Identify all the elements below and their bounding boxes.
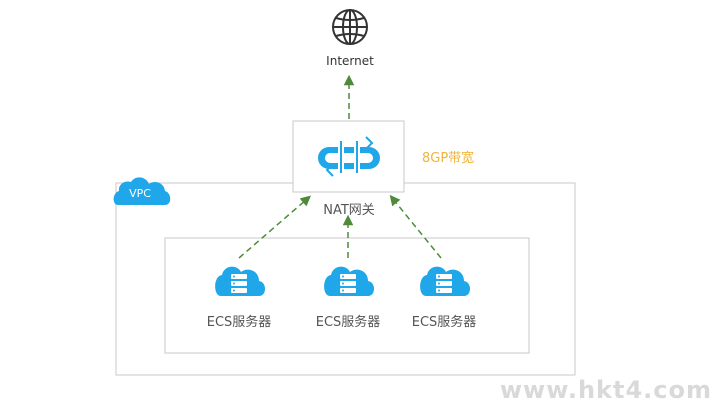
cloud-server-icon — [324, 266, 374, 296]
arrow-ecs3-to-nat — [389, 194, 442, 259]
ecs-server-3: ECS服务器 — [412, 266, 477, 330]
globe-icon — [332, 9, 368, 45]
cloud-server-icon — [420, 266, 470, 296]
ecs-server-1: ECS服务器 — [207, 266, 272, 330]
ecs-label: ECS服务器 — [316, 314, 381, 330]
nat-gateway-box — [292, 120, 405, 193]
cloud-server-icon — [215, 266, 265, 296]
nat-label: NAT网关 — [323, 203, 375, 218]
internet-label: Internet — [326, 54, 374, 68]
ecs-label: ECS服务器 — [412, 314, 477, 330]
cloud-icon — [113, 177, 171, 205]
watermark: www.hkt4.com — [499, 376, 712, 404]
vpc-label: VPC — [129, 187, 151, 200]
bandwidth-label: 8GP带宽 — [422, 150, 474, 166]
arrow-ecs1-to-nat — [238, 195, 311, 259]
ecs-server-2: ECS服务器 — [316, 266, 381, 330]
nat-gateway-icon — [318, 136, 380, 177]
ecs-label: ECS服务器 — [207, 314, 272, 330]
ecs-group-boundary — [164, 237, 530, 354]
